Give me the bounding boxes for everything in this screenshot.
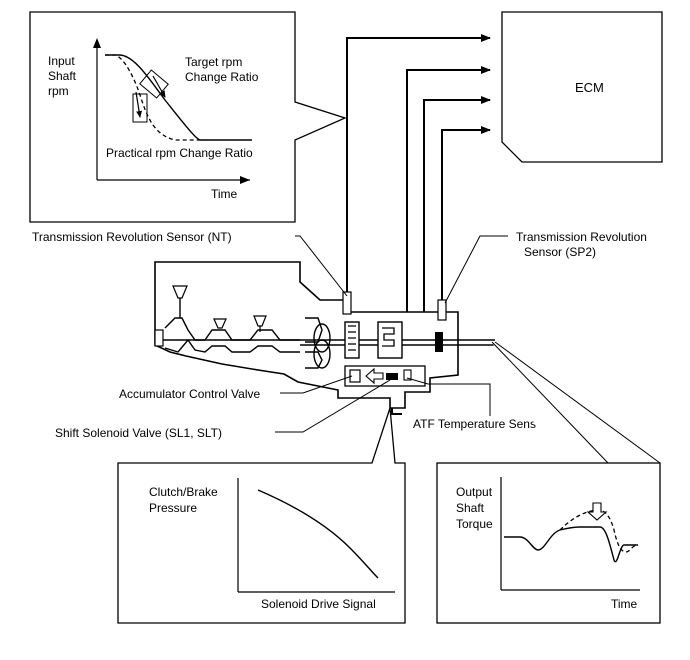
pressure-y-label: Clutch/Brake Pressure xyxy=(149,485,221,515)
nt-sensor-label: Transmission Revolution Sensor (NT) xyxy=(32,230,232,244)
torque-x-label: Time xyxy=(611,597,638,611)
rpm-y-label: Input Shaft rpm xyxy=(48,54,79,98)
accumulator-label: Accumulator Control Valve xyxy=(119,387,260,401)
atf-temp-sensor xyxy=(403,369,412,381)
shift-solenoid xyxy=(386,373,398,380)
rpm-x-label: Time xyxy=(211,187,238,201)
torque-callout: Output Shaft Torque Time xyxy=(436,341,661,624)
torque-y-label: Output Shaft Torque xyxy=(456,485,495,531)
leader-lines xyxy=(275,235,508,433)
rpm-change-callout: Input Shaft rpm Target rpm Change Ratio … xyxy=(29,11,347,223)
shift-solenoid-label: Shift Solenoid Valve (SL1, SLT) xyxy=(55,426,222,440)
practical-rpm-curve xyxy=(105,54,200,141)
ecm-label: ECM xyxy=(575,80,604,95)
torque-curve-dashed xyxy=(559,509,639,553)
sp2-sensor xyxy=(437,299,447,321)
transmission-body xyxy=(154,261,495,409)
practical-rpm-label: Practical rpm Change Ratio xyxy=(106,146,253,160)
pressure-x-label: Solenoid Drive Signal xyxy=(261,597,376,611)
pressure-curve xyxy=(257,489,379,579)
sp2-sensor-label: Transmission Revolution Sensor (SP2) xyxy=(516,230,650,259)
nt-sensor xyxy=(342,291,352,315)
accumulator-valve xyxy=(349,369,361,383)
ecm-box: ECM xyxy=(501,11,663,163)
atf-temp-label: ATF Temperature Sensor xyxy=(413,417,547,431)
pressure-callout: Clutch/Brake Pressure Solenoid Drive Sig… xyxy=(117,407,406,624)
target-rpm-label: Target rpm Change Ratio xyxy=(185,55,259,84)
torque-curve xyxy=(504,526,638,563)
target-rpm-curve xyxy=(105,54,252,141)
